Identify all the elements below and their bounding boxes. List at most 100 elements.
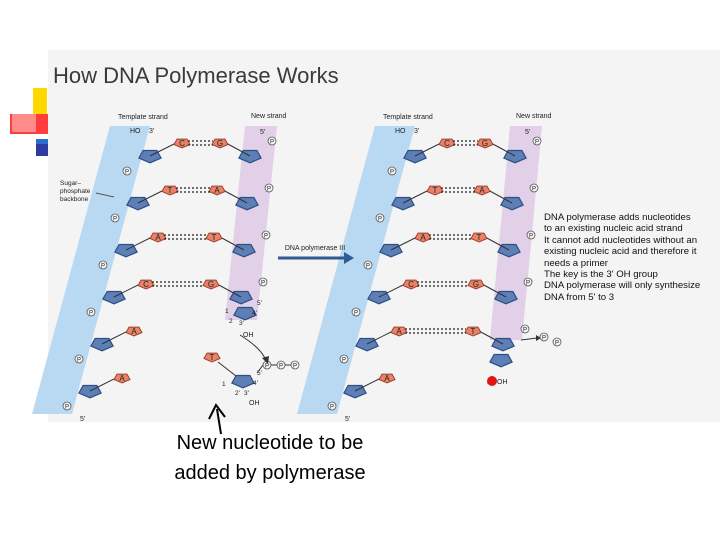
incoming-glycosidic-bond	[217, 361, 237, 377]
new-strand-base	[208, 185, 226, 196]
new-strand-sugar	[500, 196, 524, 211]
template-phosphate-label: P	[101, 263, 105, 269]
glycosidic-bond	[101, 330, 129, 345]
template-top-end: HO	[395, 128, 406, 135]
template-phosphate	[351, 307, 361, 317]
incoming-sugar	[231, 374, 255, 389]
template-base-letter: A	[155, 233, 161, 242]
template-phosphate-label: P	[125, 169, 129, 175]
reaction-arrowhead	[262, 356, 269, 364]
template-phosphate	[74, 354, 84, 364]
template-phosphate-label: P	[330, 404, 334, 410]
notes-line: existing nucleic acid and therefore it	[544, 246, 697, 258]
triphosphate-bond	[256, 364, 264, 374]
new-strand-sugar	[491, 337, 515, 352]
template-base-letter: A	[119, 374, 125, 383]
notes-line: The key is the 3' OH group	[544, 269, 658, 281]
template-phosphate	[110, 213, 120, 223]
template-base	[125, 326, 143, 337]
terminal-carbon-number: 3'	[239, 320, 244, 327]
released-phosphate-label: P	[555, 340, 559, 346]
template-phosphate	[327, 401, 337, 411]
triphosphate-phosphate-label: P	[265, 363, 269, 369]
caption-line-2: added by polymerase	[174, 462, 366, 484]
template-phosphate	[363, 260, 373, 270]
template-top-prime: 3'	[414, 128, 419, 135]
new-strand-base-letter: G	[473, 280, 479, 289]
notes-line: DNA polymerase will only synthesize	[544, 280, 701, 292]
template-base-letter: A	[420, 233, 426, 242]
new-strand-phosphate	[520, 324, 530, 334]
new-strand-sugar	[494, 290, 518, 305]
template-phosphate-label: P	[354, 310, 358, 316]
template-base-letter: T	[433, 186, 438, 195]
template-base-letter: C	[143, 280, 149, 289]
incoming-base	[203, 352, 221, 363]
triphosphate-phosphate-label: P	[279, 363, 283, 369]
terminal-carbon-number: 4'	[252, 310, 257, 317]
new-strand-phosphate	[261, 230, 271, 240]
incoming-carbon-number: 5'	[257, 370, 262, 377]
template-phosphate	[122, 166, 132, 176]
glycosidic-bond	[149, 142, 177, 157]
new-strand-base-letter: G	[217, 139, 223, 148]
notes-line: DNA polymerase adds nucleotides	[544, 212, 691, 223]
new-strand-base-letter: T	[212, 233, 217, 242]
glycosidic-bond	[125, 236, 153, 251]
new-strand-phosphate-label: P	[270, 139, 274, 145]
glycosidic-bond	[89, 377, 117, 392]
template-phosphate-label: P	[65, 404, 69, 410]
template-strand-label: Template strand	[383, 114, 433, 121]
new-strand-top-prime: 5'	[525, 129, 530, 136]
new-strand-phosphate	[529, 183, 539, 193]
template-phosphate	[387, 166, 397, 176]
new-strand-base	[211, 138, 229, 149]
incoming-carbon-number: 4'	[253, 380, 258, 387]
polymerase-arrow: DNA polymerase III	[278, 245, 354, 264]
glycosidic-bond	[390, 236, 418, 251]
template-base-letter: T	[168, 186, 173, 195]
diagram-title: How DNA Polymerase Works	[53, 63, 339, 88]
new-strand-base	[470, 232, 488, 243]
template-phosphate-label: P	[113, 216, 117, 222]
glycosidic-bond	[137, 189, 165, 204]
template-base	[113, 373, 131, 384]
template-base-letter: C	[444, 139, 450, 148]
glycosidic-bond	[490, 142, 516, 157]
new-strand-phosphate	[258, 277, 268, 287]
new-strand-top-prime: 5'	[260, 129, 265, 136]
released-pyrophosphate-arrowhead	[536, 335, 541, 341]
new-strand-sugar	[235, 196, 259, 211]
new-strand-band	[490, 126, 542, 340]
new-strand-phosphate-label: P	[261, 280, 265, 286]
template-strand-band	[32, 126, 150, 414]
terminal-carbon-number: 1	[225, 308, 229, 315]
glycosidic-bond	[487, 189, 513, 204]
new-strand-phosphate-label: P	[264, 233, 268, 239]
new-strand-base	[202, 279, 220, 290]
caption-line-1: New nucleotide to be	[176, 432, 364, 454]
notes-line: DNA from 5' to 3	[544, 291, 615, 303]
new-strand-phosphate	[267, 136, 277, 146]
glycosidic-bond	[366, 330, 394, 345]
template-phosphate	[339, 354, 349, 364]
new-strand-base-letter: G	[208, 280, 214, 289]
notes-line: It cannot add nucleotides without an	[544, 234, 698, 246]
template-phosphate	[375, 213, 385, 223]
template-base-letter: C	[179, 139, 185, 148]
new-strand-label: New strand	[251, 113, 287, 120]
new-strand-sugar	[503, 149, 527, 164]
template-strand-label: Template strand	[118, 114, 168, 121]
incoming-carbon-number: 2'	[235, 390, 240, 397]
template-top-prime: 3'	[149, 128, 154, 135]
new-strand-base-letter: G	[482, 139, 488, 148]
glycosidic-bond	[354, 377, 382, 392]
new-strand-label: New strand	[516, 113, 552, 120]
incoming-base-letter: T	[210, 353, 215, 362]
template-phosphate-label: P	[77, 357, 81, 363]
new-strand-sugar	[238, 149, 262, 164]
